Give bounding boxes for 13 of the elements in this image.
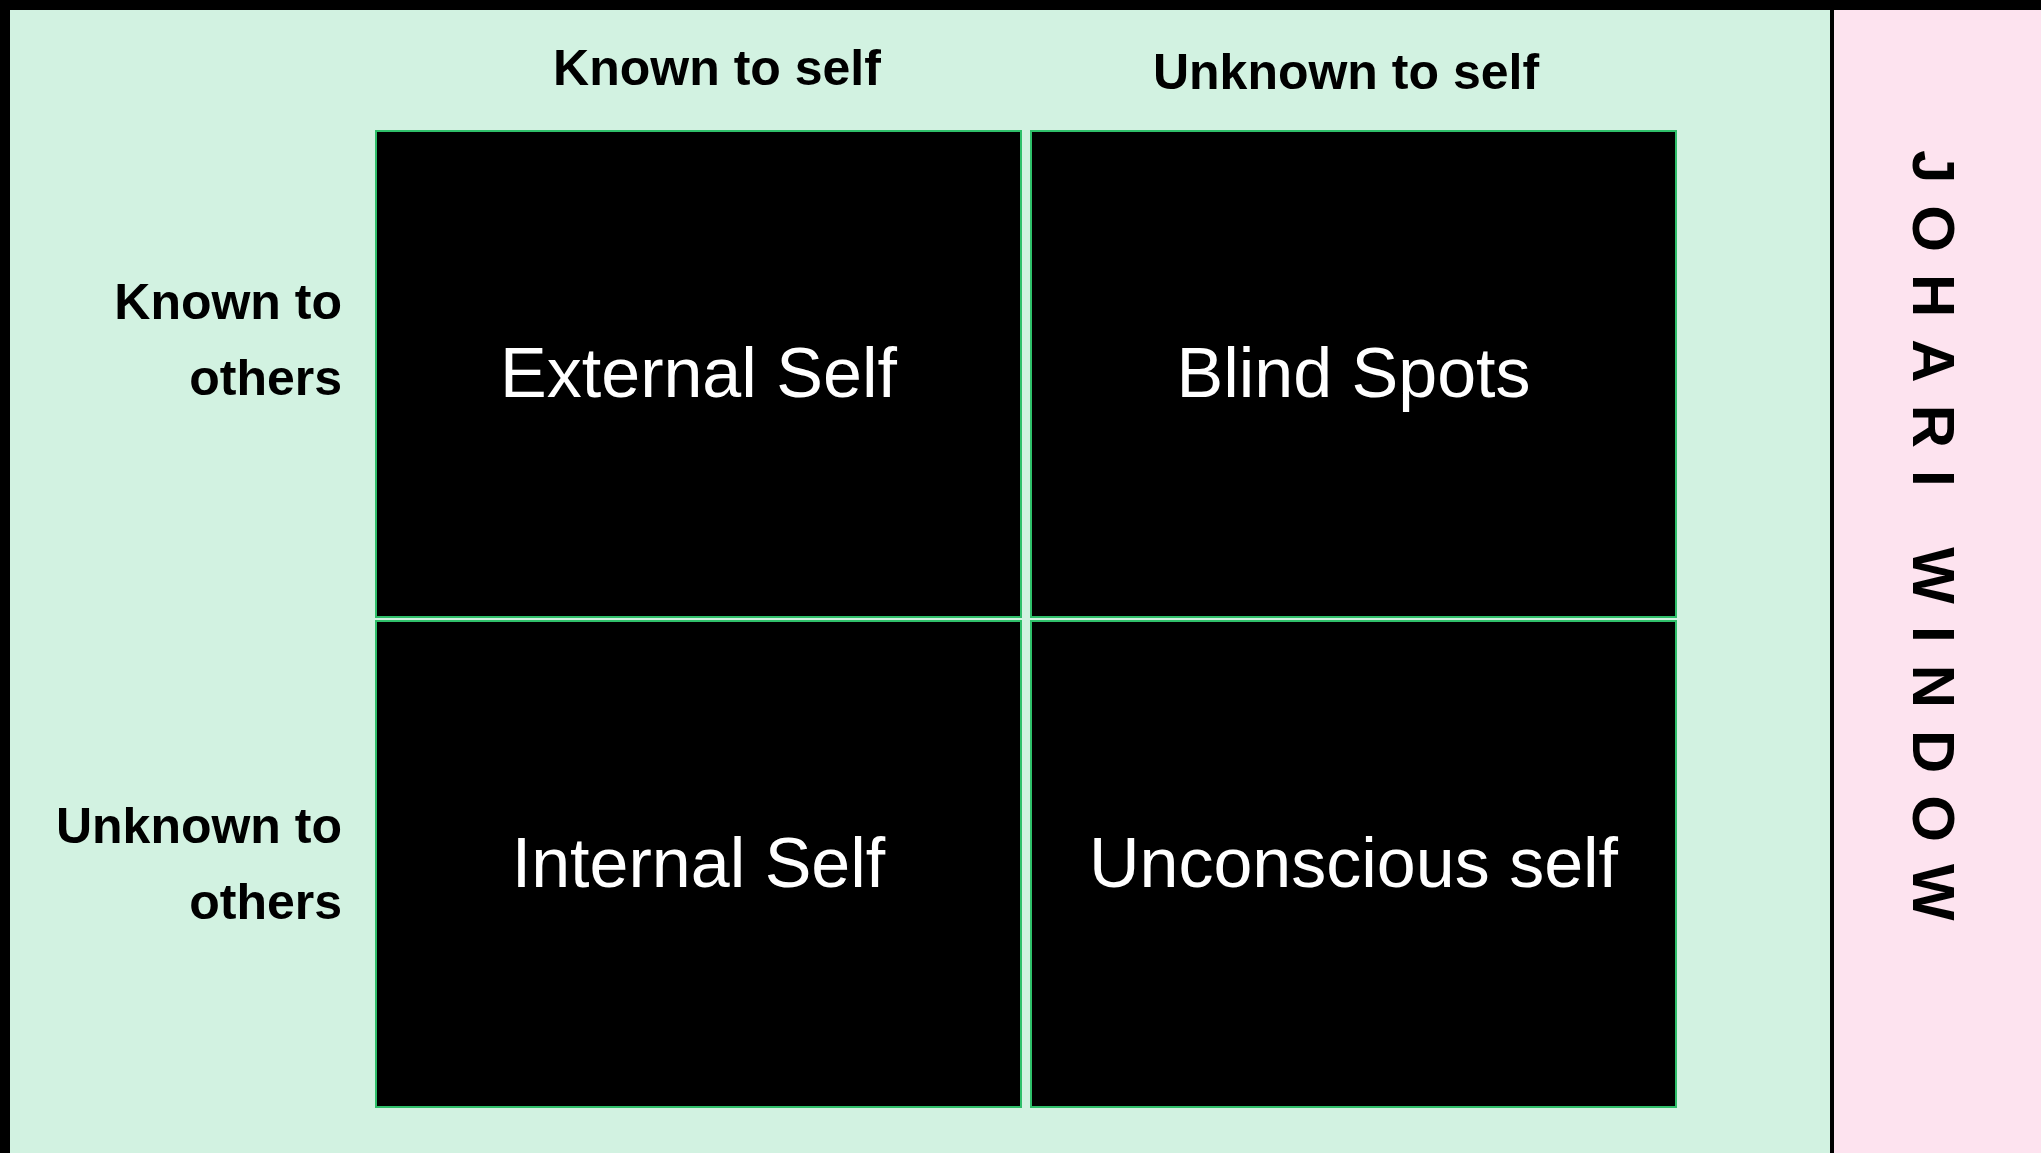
quadrant-label: Unconscious self xyxy=(1087,827,1620,901)
quadrant-box xyxy=(375,620,1022,1108)
title: JOHARI WINDOW xyxy=(1900,150,1966,943)
row-header: Known to others xyxy=(113,273,342,408)
row-header: Unknown to others xyxy=(54,797,342,932)
quadrant-box xyxy=(1030,130,1677,618)
column-header: Known to self xyxy=(552,39,882,98)
quadrant-label: Internal Self xyxy=(510,827,887,901)
quadrant-box xyxy=(375,130,1022,618)
quadrant-label: Blind Spots xyxy=(1175,337,1532,411)
quadrant-label: External Self xyxy=(499,337,898,411)
quadrant-box xyxy=(1030,620,1677,1108)
column-header: Unknown to self xyxy=(1151,43,1541,102)
